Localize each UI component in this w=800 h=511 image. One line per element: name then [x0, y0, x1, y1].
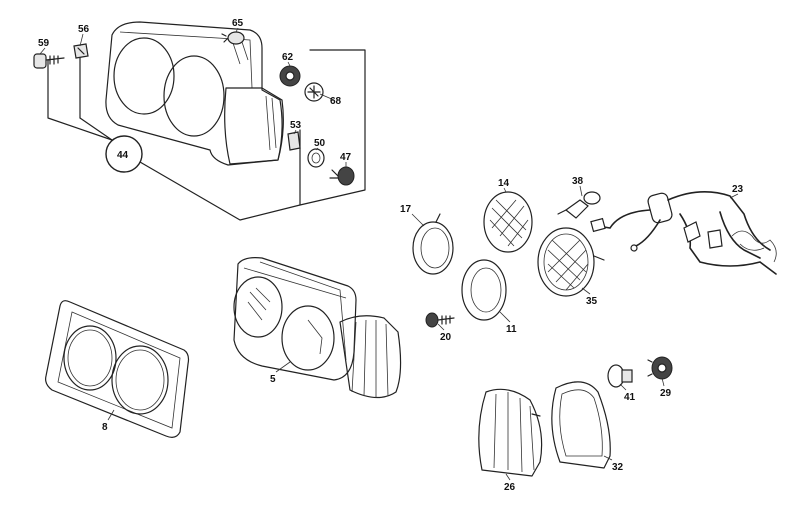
retaining-ring-17: [412, 213, 454, 275]
callout-50: 50: [314, 138, 326, 149]
callout-32: 32: [612, 462, 624, 473]
nut-68: [304, 82, 324, 102]
callout-23: 23: [732, 184, 744, 195]
callout-20: 20: [440, 332, 452, 343]
bulb-38: [557, 191, 601, 219]
callout-44: 44: [117, 150, 129, 161]
screw-20: [425, 312, 455, 328]
callout-35: 35: [586, 296, 598, 307]
bolt-65: [221, 31, 245, 45]
adjuster-62: [279, 65, 301, 87]
retaining-ring-11: [461, 259, 507, 321]
headlamp-frame-8: [45, 300, 190, 438]
turn-signal-lens-26: [478, 388, 543, 477]
screw-59: [33, 53, 65, 69]
callout-26: 26: [504, 482, 516, 493]
callout-59: 59: [38, 38, 50, 49]
callout-41: 41: [624, 392, 636, 403]
socket-29: [647, 356, 673, 380]
wiring-harness-23: [590, 191, 777, 275]
headlamp-housing-rear: [105, 21, 284, 166]
callout-29: 29: [660, 388, 672, 399]
callout-labels: 59 56 65 62 68 53 50 47 44 14 38 23 17 3…: [38, 18, 744, 493]
bulb-41: [607, 364, 633, 388]
gasket-32: [551, 381, 611, 469]
callout-17: 17: [400, 204, 412, 215]
knob-47: [331, 166, 355, 186]
callout-5: 5: [270, 374, 276, 385]
callout-11: 11: [506, 324, 517, 335]
group-44-bracket: [47, 49, 366, 221]
lamp-insert-14: [483, 191, 533, 253]
callout-68: 68: [330, 96, 342, 107]
callout-8: 8: [102, 422, 108, 433]
ring-50: [307, 148, 325, 168]
lamp-insert-35: [537, 227, 605, 297]
callout-56: 56: [78, 24, 90, 35]
callout-47: 47: [340, 152, 352, 163]
clip-53: [287, 131, 301, 151]
headlamp-assembly-5: [233, 257, 402, 399]
callout-44-circle: [105, 135, 143, 173]
callout-65: 65: [232, 18, 244, 29]
clip-56: [73, 43, 89, 59]
callout-53: 53: [290, 120, 302, 131]
leader-lines: [39, 27, 739, 481]
callout-62: 62: [282, 52, 294, 63]
callout-14: 14: [498, 178, 510, 189]
callout-38: 38: [572, 176, 584, 187]
